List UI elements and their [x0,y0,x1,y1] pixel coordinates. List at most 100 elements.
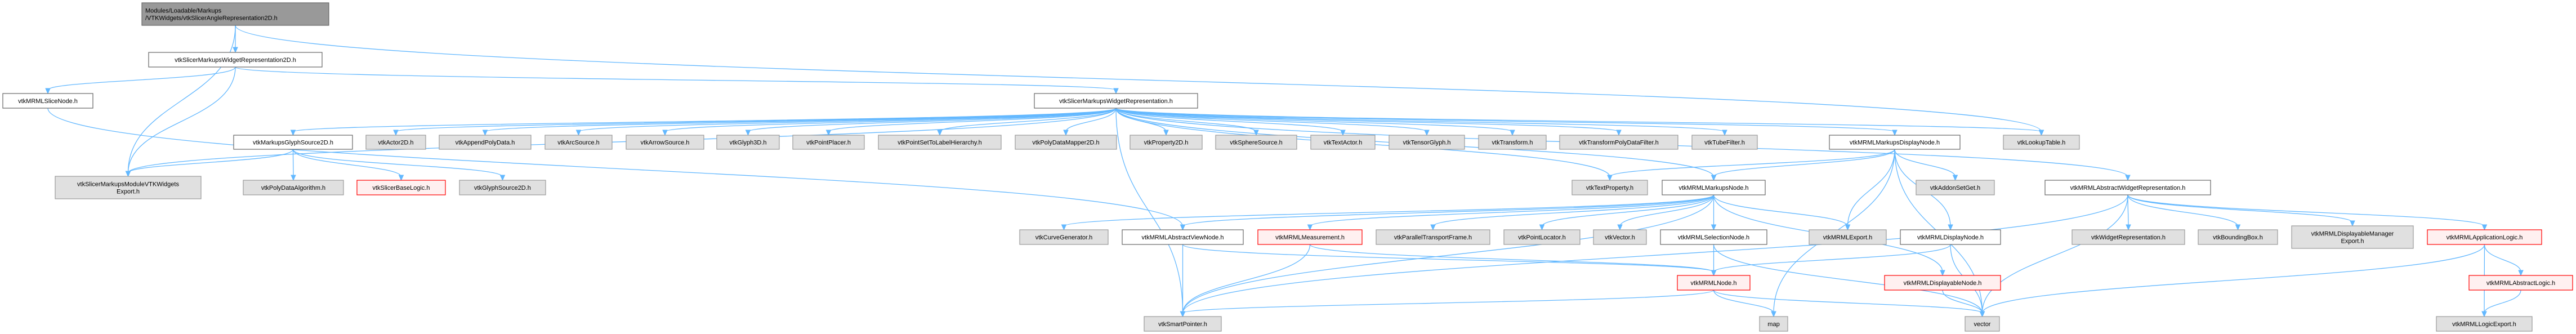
node-pointlocator[interactable]: vtkPointLocator.h [1503,229,1581,245]
node-box [233,135,353,150]
node-glyphsrc2d[interactable]: vtkMarkupsGlyphSource2D.h [233,135,353,150]
node-rep2d[interactable]: vtkSlicerMarkupsWidgetRepresentation2D.h [148,52,323,68]
node-box [2291,225,2414,249]
edge-measurement-to-smartptr [1180,244,1311,318]
node-absviewnode[interactable]: vtkMRMLAbstractViewNode.h [1122,229,1244,245]
node-label: vtkMRMLSelectionNode.h [1678,234,1749,241]
node-dispnode[interactable]: vtkMRMLDisplayNode.h [1900,229,2001,245]
node-arcsrc[interactable]: vtkArcSource.h [544,135,613,150]
node-label: vtkMRMLLogicExport.h [2452,321,2516,328]
arrowhead-icon [1607,175,1613,181]
node-widgetrep[interactable]: vtkWidgetRepresentation.h [2071,229,2185,245]
node-vector3[interactable]: vtkVector.h [1593,229,1647,245]
node-slicenode[interactable]: vtkMRMLSliceNode.h [2,93,93,109]
node-label: vtkMRMLAbstractWidgetRepresentation.h [2070,185,2186,192]
node-applogic[interactable]: vtkMRMLApplicationLogic.h [2427,229,2542,245]
edge-mdispnode-to-addonsetget [1894,149,1958,181]
node-label: vtkPointLocator.h [1518,234,1565,241]
arrowhead-icon [291,175,296,181]
node-box [1034,93,1198,109]
node-box [1900,229,2001,245]
node-map[interactable]: map [1759,316,1788,332]
node-glyphsource2d[interactable]: vtkGlyphSource2D.h [459,180,546,195]
edge-rep-to-textactor [1115,108,1346,136]
node-pointplacer[interactable]: vtkPointPlacer.h [792,135,865,150]
node-glyph3d[interactable]: vtkGlyph3D.h [716,135,780,150]
node-prop2d[interactable]: vtkProperty2D.h [1129,135,1203,150]
node-root[interactable]: Modules/Loadable/Markups/VTKWidgets/vtkS… [141,2,329,26]
node-curvegen[interactable]: vtkCurveGenerator.h [1019,229,1109,245]
node-tensorglyph[interactable]: vtkTensorGlyph.h [1389,135,1465,150]
arrowhead-icon [1711,175,1717,181]
node-label: vtkProperty2D.h [1144,140,1189,146]
node-addonsetget[interactable]: vtkAddonSetGet.h [1916,180,1995,195]
node-abswidgetrep[interactable]: vtkMRMLAbstractWidgetRepresentation.h [2044,180,2211,195]
edge-glyphsrc2d-to-baselogic [292,149,404,181]
node-bbox[interactable]: vtkBoundingBox.h [2198,229,2278,245]
node-selnode[interactable]: vtkMRMLSelectionNode.h [1660,229,1767,245]
node-tpdf[interactable]: vtkTransformPolyDataFilter.h [1559,135,1678,150]
node-label: vtkMRMLNode.h [1691,280,1737,287]
node-pdalgo[interactable]: vtkPolyDataAlgorithm.h [243,180,344,195]
node-baselogic[interactable]: vtkSlicerBaseLogic.h [356,180,446,195]
node-label: vtkPolyDataAlgorithm.h [261,185,325,192]
node-mrmlnode[interactable]: vtkMRMLNode.h [1677,275,1751,291]
node-box [141,2,329,26]
node-tubefilter[interactable]: vtkTubeFilter.h [1691,135,1758,150]
node-mdispnode[interactable]: vtkMRMLMarkupsDisplayNode.h [1829,135,1961,150]
edge-rep-to-glyph3d [745,108,1117,136]
node-displayable[interactable]: vtkMRMLDisplayableNode.h [1884,275,2001,291]
node-pdmapper2d[interactable]: vtkPolyDataMapper2D.h [1015,135,1117,150]
node-box [1965,316,2000,332]
node-label: vtkSmartPointer.h [1158,321,1207,328]
edge-rep-to-arrowsrc [662,108,1117,136]
edge-slicenode-to-absviewnode [47,108,1186,231]
edge-rep-to-tensorglyph [1115,108,1430,136]
edge-markupsnode-to-ptframe [1430,194,1715,231]
node-vector[interactable]: vector [1965,316,2000,332]
node-pslh[interactable]: vtkPointSetToLabelHierarchy.h [878,135,1002,150]
node-box [2003,135,2080,150]
arrowhead-icon [1307,224,1313,231]
node-measurement[interactable]: vtkMRMLMeasurement.h [1257,229,1363,245]
node-mrmlexport[interactable]: vtkMRMLExport.h [1809,229,1887,245]
node-markupsnode[interactable]: vtkMRMLMarkupsNode.h [1662,180,1766,195]
node-label: vtkPointSetToLabelHierarchy.h [898,140,982,146]
node-label: vtkMRMLSliceNode.h [18,98,78,105]
node-label: vtkPolyDataMapper2D.h [1032,140,1099,146]
edge-root-to-vtkexport [125,25,236,177]
edge-displayable-to-vector [1942,290,1985,318]
edge-rep2d-to-vtkexport [125,66,236,177]
node-textactor[interactable]: vtkTextActor.h [1310,135,1376,150]
edge-mrmlnode-to-map [1713,290,1776,318]
node-appendpd[interactable]: vtkAppendPolyData.h [439,135,532,150]
edge-markupsnode-to-curvegen [1061,194,1715,231]
node-ptframe[interactable]: vtkParallelTransportFrame.h [1376,229,1490,245]
edge-rep-to-mdispnode [1115,108,1898,136]
node-actor2d[interactable]: vtkActor2D.h [365,135,426,150]
node-arrowsrc[interactable]: vtkArrowSource.h [626,135,704,150]
edge-mdispnode-to-markupsnode [1711,149,1895,181]
node-box [365,135,426,150]
node-label: vtkSlicerMarkupsModuleVTKWidgets [77,181,179,188]
node-label: vector [1974,321,1991,328]
node-lut[interactable]: vtkLookupTable.h [2003,135,2080,150]
node-box [1257,229,1363,245]
node-box [2436,316,2533,332]
edge-abswidgetrep-to-applogic [2127,194,2488,231]
node-spheresrc[interactable]: vtkSphereSource.h [1215,135,1297,150]
node-abslogic[interactable]: vtkMRMLAbstractLogic.h [2468,275,2573,291]
node-rep[interactable]: vtkSlicerMarkupsWidgetRepresentation.h [1034,93,1198,109]
arrowhead-icon [2350,220,2355,227]
node-textprop[interactable]: vtkTextProperty.h [1572,180,1648,195]
edge-measurement-to-mrmlnode [1309,244,1717,277]
node-transform[interactable]: vtkTransform.h [1478,135,1547,150]
node-smartptr[interactable]: vtkSmartPointer.h [1144,316,1222,332]
node-logicexport[interactable]: vtkMRMLLogicExport.h [2436,316,2533,332]
node-label: vtkParallelTransportFrame.h [1394,234,1472,241]
node-label: Export.h [117,189,140,195]
arrowhead-icon [937,130,943,136]
